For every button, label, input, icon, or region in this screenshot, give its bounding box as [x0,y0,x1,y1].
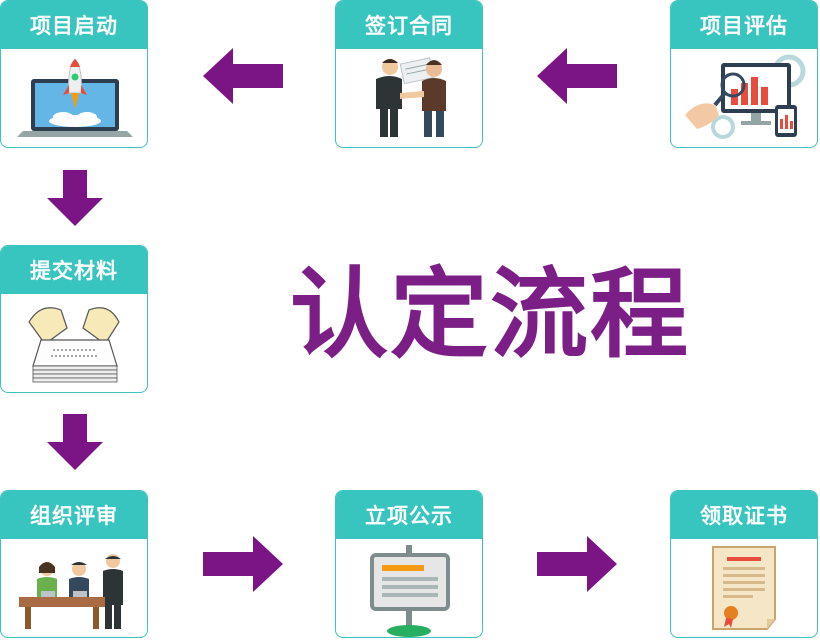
certificate-icon [671,539,817,637]
step-project-launch: 项目启动 [0,0,148,148]
step-receive-certificate: 领取证书 [670,490,818,638]
step-project-assessment: 项目评估 [670,0,818,148]
rocket-laptop-icon [1,49,147,147]
step-label: 项目评估 [671,1,817,49]
arrow-down-icon [47,414,103,470]
notice-board-icon [336,539,482,637]
arrow-left-icon [203,48,283,104]
step-label: 签订合同 [336,1,482,49]
arrow-left-icon [537,48,617,104]
paper-stack-icon [1,294,147,392]
step-label: 提交材料 [1,246,147,294]
arrow-right-icon [537,536,617,592]
step-project-publicity: 立项公示 [335,490,483,638]
step-submit-materials: 提交材料 [0,245,148,393]
step-label: 项目启动 [1,1,147,49]
page-title: 认定流程 [289,258,690,372]
handshake-icon [336,49,482,147]
step-sign-contract: 签订合同 [335,0,483,148]
analytics-report-icon [671,49,817,147]
review-panel-icon [1,539,147,637]
step-label: 领取证书 [671,491,817,539]
step-label: 组织评审 [1,491,147,539]
step-organize-review: 组织评审 [0,490,148,638]
arrow-down-icon [47,170,103,226]
step-label: 立项公示 [336,491,482,539]
arrow-right-icon [203,536,283,592]
